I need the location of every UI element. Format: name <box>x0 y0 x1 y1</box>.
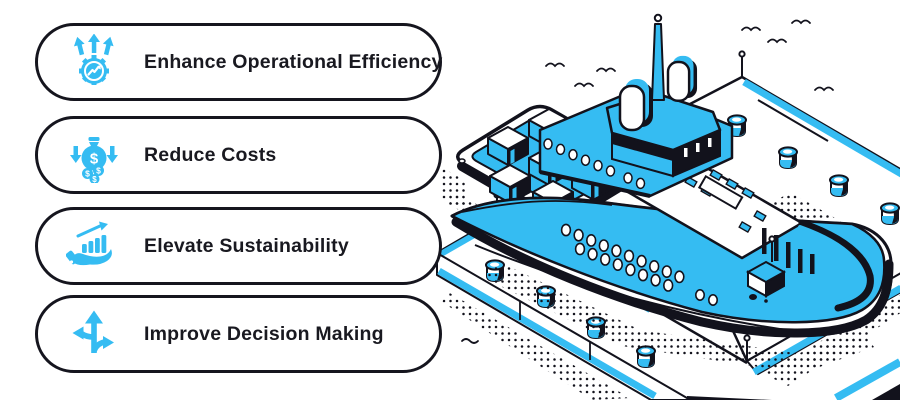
keel <box>451 217 894 338</box>
branching-arrows-icon <box>62 306 126 362</box>
funnel <box>618 79 653 132</box>
tugboat <box>450 13 894 338</box>
benefit-label: Enhance Operational Efficiency <box>144 50 443 73</box>
portholes <box>560 223 718 306</box>
benefit-label: Reduce Costs <box>144 143 277 166</box>
benefit-card-efficiency: Enhance Operational Efficiency <box>35 23 442 101</box>
bollard <box>778 146 798 169</box>
svg-text:$: $ <box>96 166 101 176</box>
svg-text:$: $ <box>90 151 99 168</box>
stern <box>745 219 874 312</box>
superstructure <box>538 13 734 198</box>
cabin-portholes <box>543 138 646 190</box>
hand-growth-chart-icon <box>62 218 126 274</box>
money-bag-down-arrows-icon: $ $ $ $ <box>62 127 126 183</box>
benefit-label: Improve Decision Making <box>144 322 384 345</box>
gear-growth-arrows-icon <box>62 34 126 90</box>
stern-box <box>745 235 787 298</box>
svg-text:$: $ <box>92 175 97 183</box>
wave <box>461 338 479 344</box>
mooring-pole <box>738 50 746 78</box>
benefit-card-sustainability: Elevate Sustainability <box>35 207 442 285</box>
benefit-card-costs: $ $ $ $ Reduce Costs <box>35 116 442 194</box>
benefit-card-decision: Improve Decision Making <box>35 295 442 373</box>
bollard <box>829 174 849 197</box>
bollard <box>880 202 900 225</box>
funnel <box>666 55 698 102</box>
mast <box>651 13 665 101</box>
water-shadow <box>484 262 874 372</box>
towing-posts <box>762 228 815 274</box>
svg-text:$: $ <box>85 169 90 179</box>
benefit-label: Elevate Sustainability <box>144 234 349 257</box>
